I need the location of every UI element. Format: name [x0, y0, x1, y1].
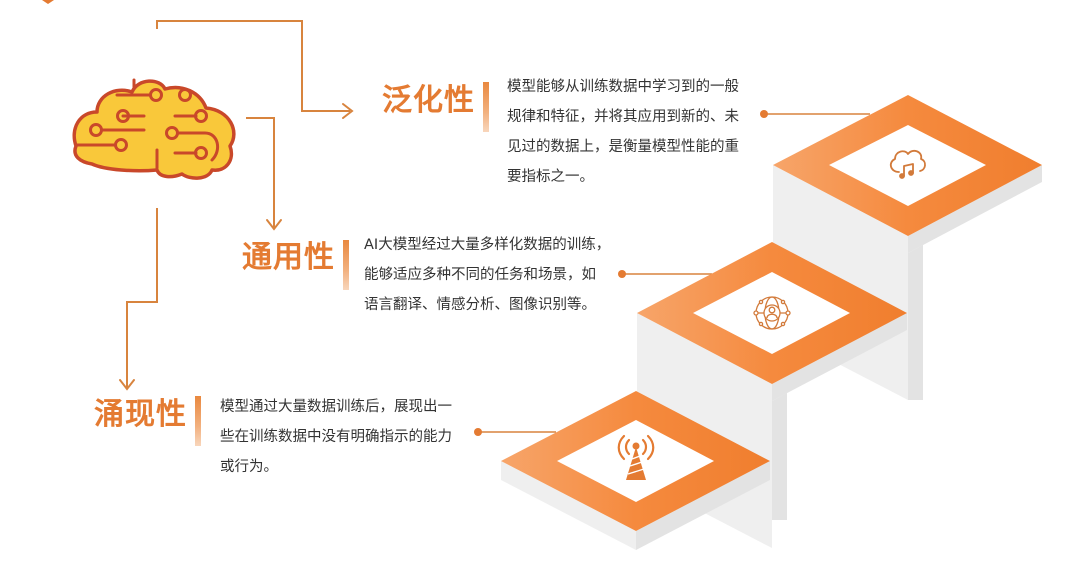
title-divider	[195, 396, 201, 446]
title-divider	[483, 82, 489, 132]
connector-emergence	[126, 208, 158, 388]
description-line: 能够适应多种不同的任务和场景，如	[364, 267, 596, 283]
arrow-heads	[119, 103, 354, 391]
description-line: 语言翻译、情感分析、图像识别等。	[364, 297, 596, 313]
description-line: 些在训练数据中没有明确指示的能力	[220, 429, 452, 445]
description-emergence: 模型通过大量数据训练后，展现出一 些在训练数据中没有明确指示的能力 或行为。	[220, 392, 452, 482]
leader-lines	[478, 113, 870, 433]
title-emergence: 涌现性	[94, 397, 187, 432]
title-universality: 通用性	[242, 240, 335, 275]
connector-generalization	[156, 20, 350, 112]
description-generalization: 模型能够从训练数据中学习到的一般 规律和特征，并将其应用到新的、未 见过的数据上…	[507, 72, 739, 192]
description-line: 或行为。	[220, 459, 278, 475]
cropped-mark	[42, 0, 54, 4]
global-user-network-icon	[753, 296, 791, 330]
arrow-right-icon	[342, 103, 354, 119]
description-line: 规律和特征，并将其应用到新的、未	[507, 109, 739, 125]
description-line: 见过的数据上，是衡量模型性能的重	[507, 139, 739, 155]
title-generalization: 泛化性	[382, 83, 475, 118]
connector-lines	[126, 20, 350, 388]
title-divider	[343, 240, 349, 290]
arrow-down-icon	[119, 379, 135, 391]
leader-dot	[760, 110, 768, 118]
leader-dots	[474, 110, 768, 436]
description-line: AI大模型经过大量多样化数据的训练，	[364, 237, 611, 253]
signal-tower-icon	[617, 434, 655, 480]
description-line: 模型能够从训练数据中学习到的一般	[507, 79, 739, 95]
description-universality: AI大模型经过大量多样化数据的训练， 能够适应多种不同的任务和场景，如 语言翻译…	[364, 230, 610, 320]
connector-universality	[246, 117, 275, 228]
leader-dot	[618, 270, 626, 278]
brain-circuit-icon	[72, 78, 236, 180]
description-line: 模型通过大量数据训练后，展现出一	[220, 399, 452, 415]
arrow-down-icon	[266, 219, 282, 231]
description-line: 要指标之一。	[507, 169, 594, 185]
leader-dot	[474, 428, 482, 436]
cloud-music-icon	[889, 149, 926, 179]
